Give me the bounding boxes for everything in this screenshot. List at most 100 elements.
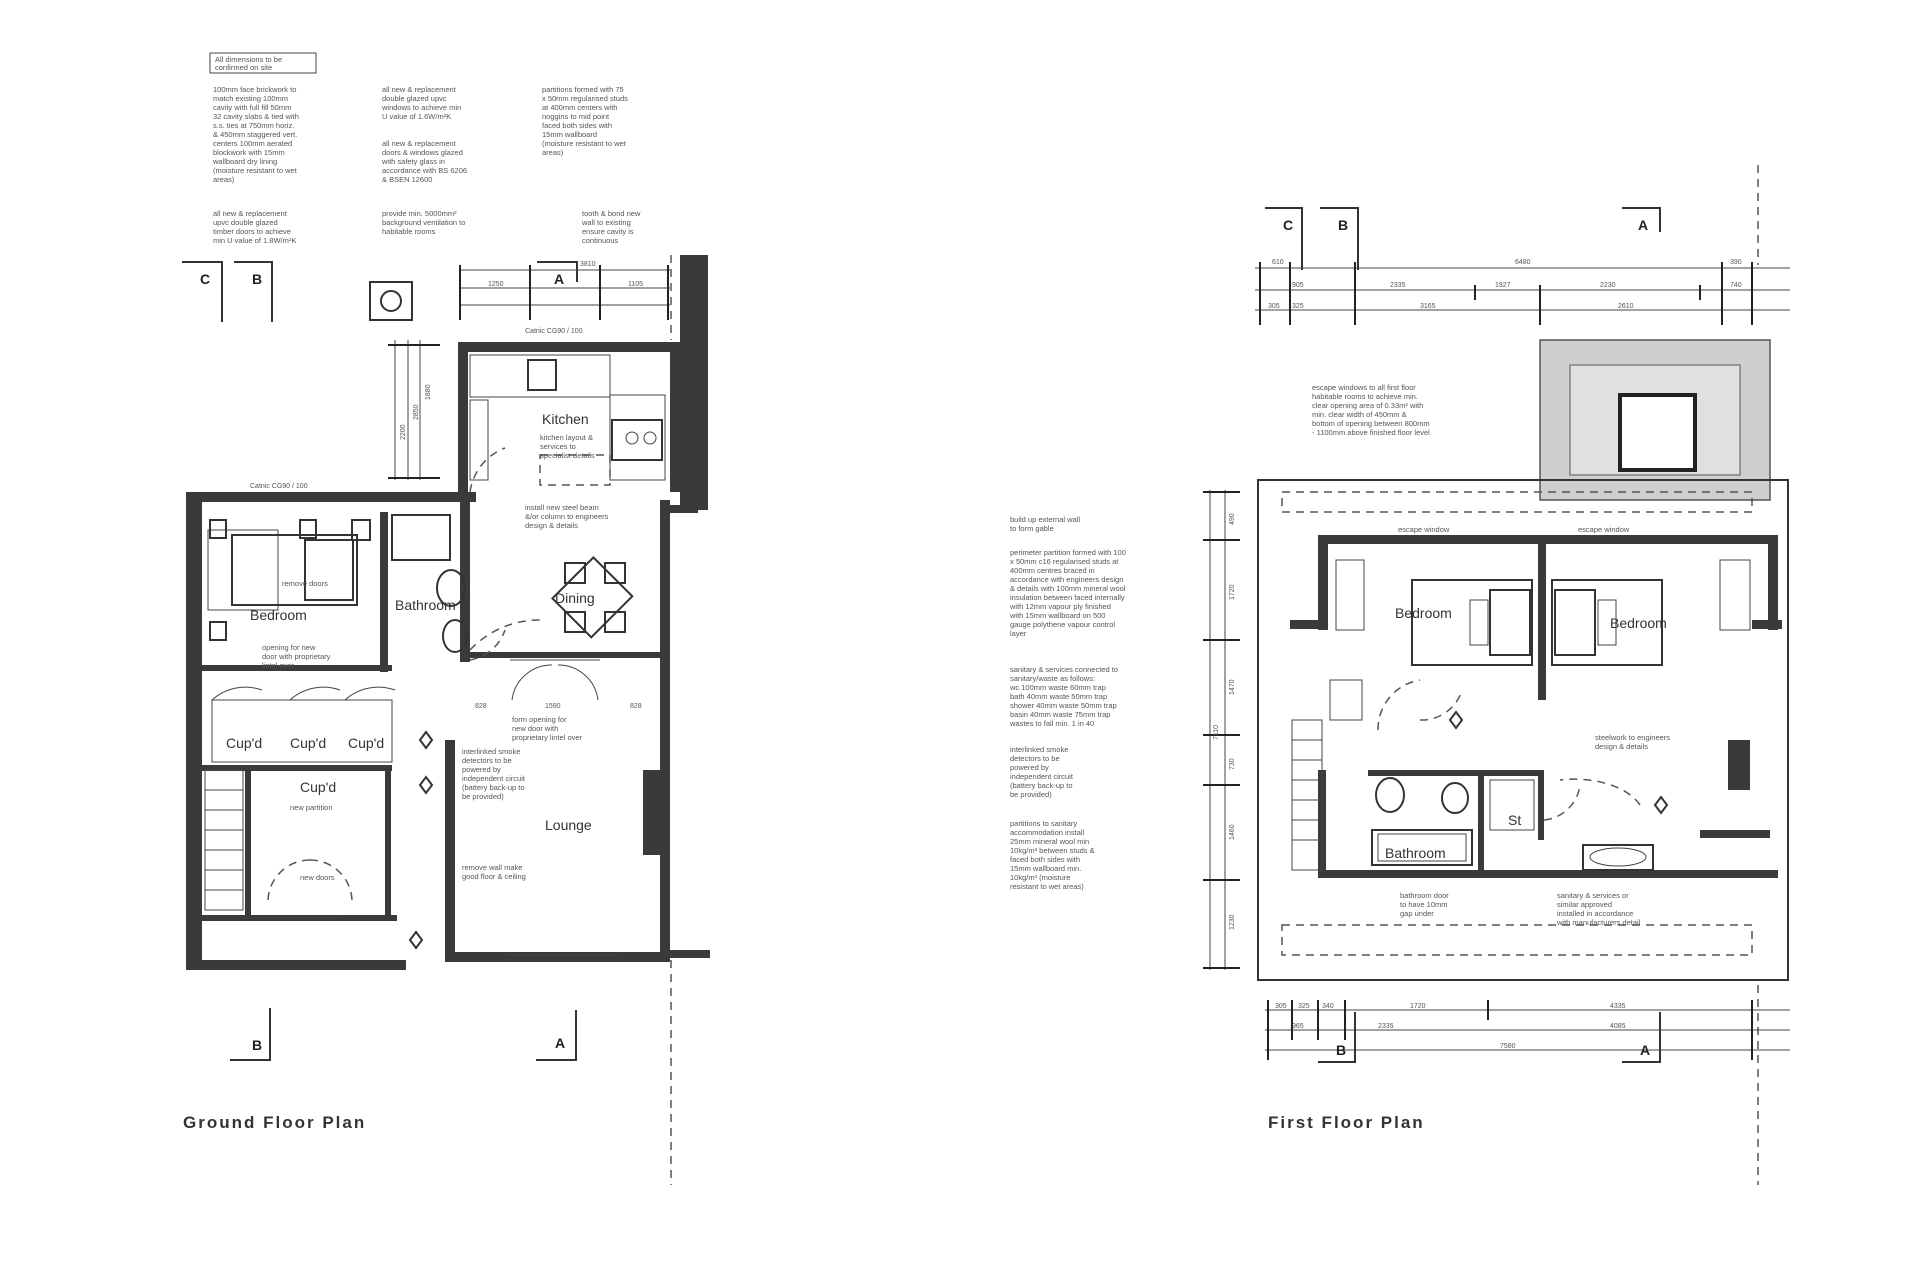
- first-floor-plan: C B A 610 6480 390 905 2335: [1009, 165, 1790, 1185]
- first-bedroom-1-furniture: [1335, 559, 1533, 666]
- dining-table: [550, 555, 634, 639]
- remove-wall-note: remove wall make good floor & ceiling: [462, 863, 526, 881]
- svg-text:4335: 4335: [1610, 1003, 1626, 1010]
- kitchen-units: [469, 354, 666, 486]
- store-cupboard: [1489, 779, 1535, 831]
- ground-top-dimensions: 3810 1250 1105: [459, 261, 670, 320]
- first-bathroom-fittings: [1371, 777, 1473, 866]
- svg-text:3165: 3165: [1420, 303, 1436, 310]
- section-marker-a-bottom-first: A: [1622, 1012, 1661, 1063]
- approved-fittings-note: sanitary & services or similar approved …: [1556, 891, 1641, 927]
- svg-text:A: A: [1638, 217, 1648, 233]
- svg-text:1927: 1927: [1495, 282, 1511, 289]
- first-bottom-dimensions: 305 325 340 1720 4335 965 2335 4085 7580: [1265, 1000, 1790, 1060]
- first-top-dimensions: 610 6480 390 905 2335 1927 2230 740 305 …: [1255, 259, 1790, 325]
- first-side-dimensions: 490 1720 1470 730 1460 1230 7110: [1203, 490, 1240, 970]
- tooth-bond-note: tooth & bond new wall to existing ensure…: [581, 209, 642, 245]
- first-floor-title: First Floor Plan: [1268, 1113, 1425, 1132]
- opening-door-note: opening for new door with proprietary li…: [262, 643, 332, 670]
- section-marker-a-bottom: A: [536, 1010, 577, 1061]
- ground-floor-plan: All dimensions to be confirmed on site 1…: [182, 52, 710, 1185]
- svg-text:B: B: [1336, 1042, 1346, 1058]
- svg-text:828: 828: [630, 703, 642, 710]
- svg-text:610: 610: [1272, 259, 1284, 266]
- bedroom-lintel-label: Catnic CG90 / 100: [250, 483, 308, 490]
- bathroom-door-swing: [469, 629, 506, 661]
- gable-wall-note: build up external wall to form gable: [1010, 515, 1082, 533]
- bedroom-bed: [207, 519, 371, 641]
- room-label-store: St: [1508, 812, 1521, 828]
- svg-text:390: 390: [1730, 259, 1742, 266]
- room-label-bedroom-2: Bedroom: [1610, 615, 1667, 631]
- room-label-cupd-4: Cup'd: [300, 779, 336, 795]
- windows-u-value-note: all new & replacement double glazed upvc…: [381, 85, 463, 121]
- smoke-detector-icon: [408, 730, 434, 950]
- escape-window-label-2: escape window: [1578, 525, 1630, 534]
- svg-text:325: 325: [1292, 303, 1304, 310]
- first-smoke-detector-icon: [1448, 710, 1669, 815]
- svg-text:2335: 2335: [1390, 282, 1406, 289]
- dimensions-note: All dimensions to be confirmed on site: [215, 55, 284, 72]
- svg-text:305: 305: [1268, 303, 1280, 310]
- kitchen-door-swing: [469, 447, 506, 493]
- svg-text:490: 490: [1229, 513, 1236, 525]
- smoke-detector-note: interlinked smoke detectors to be powere…: [462, 747, 527, 801]
- section-marker-c-top: C: [182, 261, 223, 322]
- svg-text:2230: 2230: [1600, 282, 1616, 289]
- first-floor-outline: [1257, 479, 1789, 981]
- svg-text:1590: 1590: [545, 703, 561, 710]
- room-label-cupd-2: Cup'd: [290, 735, 326, 751]
- steelwork-note: steelwork to engineers design & details: [1595, 733, 1672, 751]
- room-label-first-bathroom: Bathroom: [1385, 845, 1446, 861]
- remove-doors-note: remove doors: [282, 579, 328, 588]
- perimeter-partition-note: perimeter partition formed with 100 x 50…: [1009, 548, 1128, 638]
- new-doors-note: new doors: [300, 873, 335, 882]
- room-label-bedroom-1: Bedroom: [1395, 605, 1452, 621]
- kitchen-layout-note: kitchen layout & services to specialist …: [540, 433, 595, 460]
- svg-text:2610: 2610: [1618, 303, 1634, 310]
- svg-text:1470: 1470: [1229, 679, 1236, 695]
- svg-text:A: A: [554, 271, 564, 287]
- wall-construction-note: 100mm face brickwork to match existing 1…: [212, 85, 301, 184]
- room-label-dining: Dining: [555, 590, 595, 606]
- section-marker-c-top-first: C: [1265, 207, 1303, 270]
- new-partition-note: new partition: [290, 803, 333, 812]
- svg-text:1880: 1880: [425, 384, 432, 400]
- svg-text:C: C: [1283, 217, 1293, 233]
- svg-text:340: 340: [1322, 1003, 1334, 1010]
- ground-floor-title: Ground Floor Plan: [183, 1113, 366, 1132]
- room-label-cupd-1: Cup'd: [226, 735, 262, 751]
- svg-text:2850: 2850: [413, 404, 420, 420]
- first-bedroom-2-furniture: [1551, 559, 1751, 666]
- svg-text:3810: 3810: [580, 261, 596, 268]
- svg-text:A: A: [555, 1035, 565, 1051]
- svg-text:1460: 1460: [1229, 824, 1236, 840]
- svg-text:905: 905: [1292, 282, 1304, 289]
- steel-beam-note: install new steel beam &/or column to en…: [525, 503, 610, 530]
- svg-text:B: B: [1338, 217, 1348, 233]
- svg-text:C: C: [200, 271, 210, 287]
- dimensions-note-box: [209, 52, 317, 74]
- sound-insulation-note: partitions to sanitary accommodation ins…: [1010, 819, 1097, 891]
- partitions-note: partitions formed with 75 x 50mm regular…: [542, 85, 630, 157]
- svg-text:1230: 1230: [1229, 914, 1236, 930]
- kitchen-lintel-label: Catnic CG90 / 100: [525, 328, 583, 335]
- section-marker-b-top: B: [234, 261, 273, 322]
- bedroom-1-door-swing: [1377, 679, 1421, 731]
- svg-text:A: A: [1640, 1042, 1650, 1058]
- svg-text:2335: 2335: [1378, 1023, 1394, 1030]
- safety-glass-note: all new & replacement doors & windows gl…: [381, 139, 469, 184]
- sanitary-waste-note: sanitary & services connected to sanitar…: [1009, 665, 1120, 728]
- cupboards-row: [211, 699, 393, 763]
- ground-stairs: [204, 769, 244, 911]
- svg-text:1105: 1105: [628, 281, 643, 288]
- svg-text:730: 730: [1229, 758, 1236, 770]
- bathroom-fittings: [391, 514, 468, 653]
- room-label-bathroom: Bathroom: [395, 597, 456, 613]
- section-marker-a-top-first: A: [1622, 207, 1661, 233]
- svg-text:B: B: [252, 1037, 262, 1053]
- room-label-cupd-3: Cup'd: [348, 735, 384, 751]
- ground-side-dimensions: 2850 1880 2200: [388, 340, 440, 480]
- bathroom-door-note: bathroom door to have 10mm gap under: [1400, 891, 1451, 918]
